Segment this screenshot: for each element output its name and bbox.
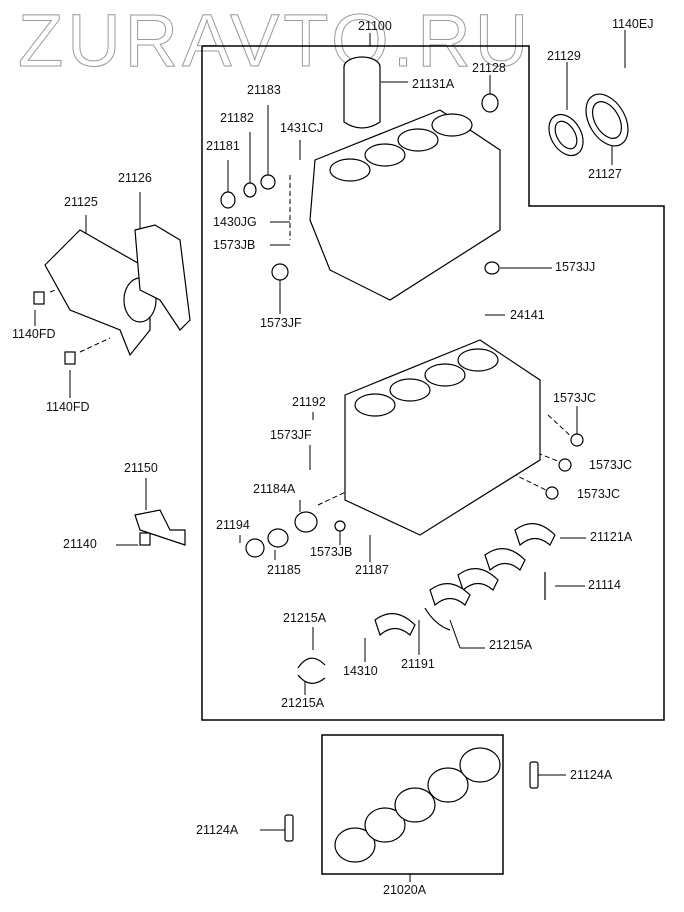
part-label: 21182 — [220, 111, 254, 125]
part-label: 1140EJ — [612, 17, 654, 31]
part-label: 21020A — [383, 883, 427, 897]
part-label: 21183 — [247, 83, 281, 97]
part-label: 21215A — [283, 611, 327, 625]
part-label: 21124A — [570, 768, 613, 782]
part-label: 21187 — [355, 563, 389, 577]
part-label: 1140FD — [12, 327, 56, 341]
bearing-kit-frame — [321, 734, 504, 875]
part-label: 21185 — [267, 563, 301, 577]
part-label: 21100 — [358, 19, 392, 33]
part-label: 1573JJ — [555, 260, 596, 274]
part-label: 24141 — [510, 308, 545, 322]
part-label: 21126 — [118, 171, 152, 185]
front-plate — [44, 229, 151, 357]
part-label: 21181 — [206, 139, 240, 153]
part-label: 21140 — [63, 537, 97, 551]
part-label: 1573JB — [310, 545, 353, 559]
part-label: 1573JC — [553, 391, 597, 405]
part-label: 21121A — [590, 530, 633, 544]
part-label: 21129 — [547, 49, 581, 63]
part-label: 1431CJ — [280, 121, 324, 135]
bracket-21150 — [134, 509, 186, 546]
watermark: ZURAVTO.RU — [17, 0, 533, 82]
part-label: 1573JF — [270, 428, 312, 442]
part-label: 21124A — [196, 823, 239, 837]
part-label: 14310 — [343, 664, 378, 678]
part-label: 1573JB — [213, 238, 256, 252]
part-label: 1573JF — [260, 316, 302, 330]
part-label: 1573JC — [577, 487, 621, 501]
part-label: 21215A — [489, 638, 533, 652]
part-label: 21114 — [588, 578, 621, 592]
part-label: 21192 — [292, 395, 326, 409]
part-label: 21194 — [216, 518, 250, 532]
part-label: 21131A — [412, 77, 455, 91]
part-label: 1430JG — [213, 215, 257, 229]
part-label: 1140FD — [46, 400, 90, 414]
part-label: 1573JC — [589, 458, 633, 472]
part-label: 21184A — [253, 482, 296, 496]
part-label: 21128 — [472, 61, 506, 75]
part-label: 21215A — [281, 696, 325, 710]
timing-gasket — [134, 224, 191, 331]
assembly-frame — [201, 45, 665, 721]
part-label: 21127 — [588, 167, 622, 181]
part-label: 21150 — [124, 461, 158, 475]
part-label: 21191 — [401, 657, 435, 671]
part-label: 21125 — [64, 195, 98, 209]
